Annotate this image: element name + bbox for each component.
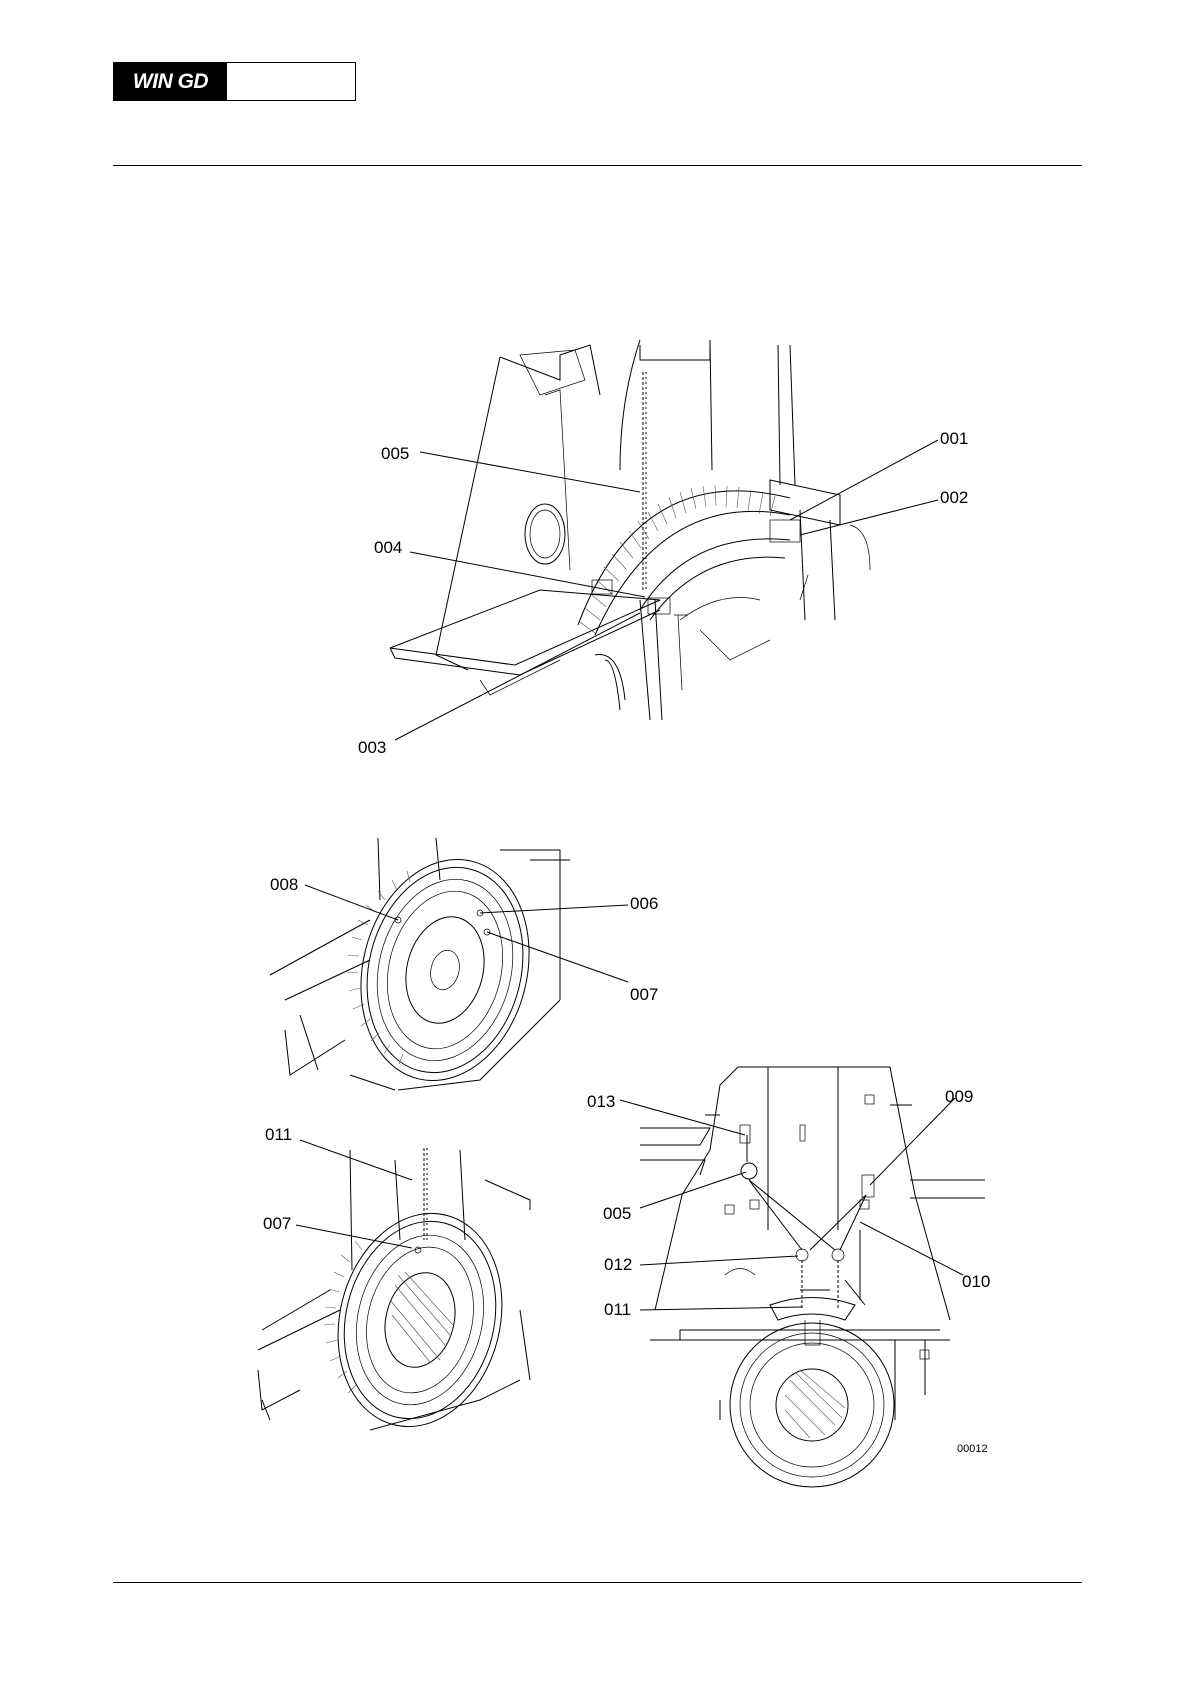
callout-002: 002 [940,488,968,507]
illustration-crankcase-chain-hoist [640,1067,985,1487]
leaders-bottom-left [296,1140,412,1248]
callout-008: 008 [270,875,298,894]
callout-011-b: 011 [604,1300,631,1319]
illustration-flywheel-front [270,838,570,1099]
illustration-flywheel-lifting [258,1148,530,1444]
footer-rule [113,1582,1082,1583]
callout-005-b: 005 [603,1204,631,1223]
callout-001: 001 [940,429,968,448]
callout-004: 004 [374,538,402,557]
illustration-flywheel-housing-top [390,340,870,720]
callout-013: 013 [587,1092,615,1111]
leaders-bottom-right [620,1098,963,1310]
callout-011-a: 011 [265,1125,292,1144]
callout-009: 009 [945,1087,973,1106]
callout-010: 010 [962,1272,990,1291]
callout-005-top: 005 [381,444,409,463]
callout-012: 012 [604,1255,632,1274]
leaders-top [395,440,938,740]
callout-003: 003 [358,738,386,757]
callout-006: 006 [630,894,658,913]
callout-007-a: 007 [630,985,658,1004]
callout-007-b: 007 [263,1214,291,1233]
figure-id: 00012 [957,1443,988,1455]
